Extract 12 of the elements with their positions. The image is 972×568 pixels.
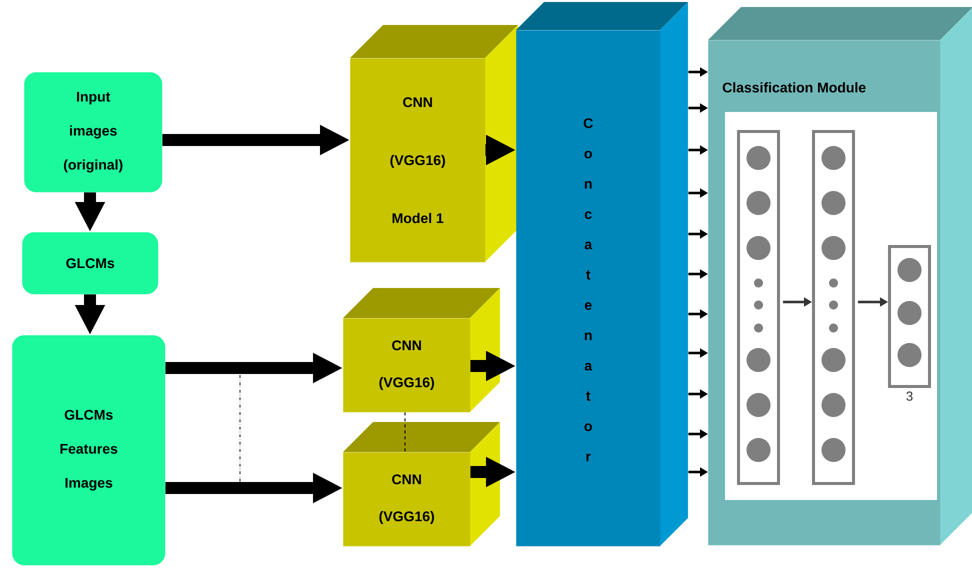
connector-line	[404, 412, 406, 452]
neuron-layer	[737, 130, 780, 485]
layer-size-label: 3	[906, 392, 913, 401]
cnn-block: CNN (VGG16) Model 1	[350, 25, 518, 262]
input-box: Input images (original)	[24, 72, 162, 192]
process-box: GLCMs	[22, 232, 158, 294]
neuron-layer	[888, 245, 931, 388]
cnn-block: CNN (VGG16)	[343, 288, 500, 412]
cnn-block: CNN (VGG16)	[343, 422, 500, 546]
input-box: GLCMs Features Images	[12, 335, 166, 566]
concatenator-block: Concatenator	[516, 2, 688, 546]
neuron-layer	[812, 130, 855, 485]
